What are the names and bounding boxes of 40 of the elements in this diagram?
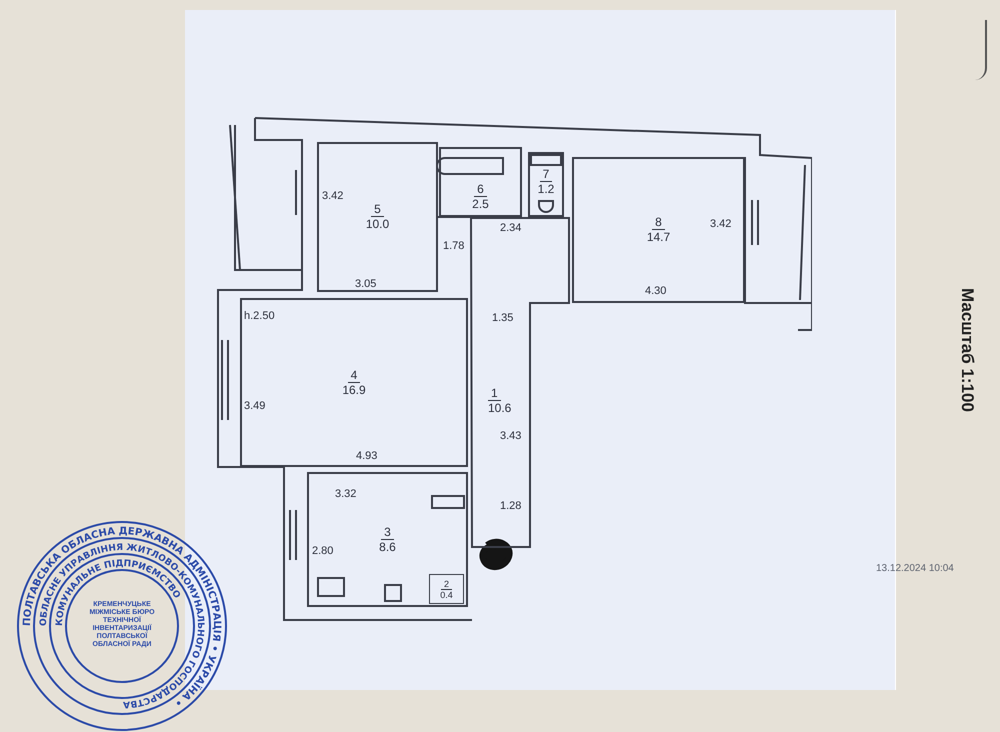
- room-number: 8: [652, 216, 665, 230]
- dimension-text: 2.80: [312, 545, 334, 557]
- scale-text: Масштаб 1:100: [956, 288, 977, 412]
- dimension-text: 3.32: [335, 488, 356, 500]
- room-number: 4: [348, 368, 360, 382]
- room-outline: [572, 157, 745, 303]
- room-area: 10.6: [488, 401, 512, 415]
- room-outline: [317, 142, 438, 292]
- room-area: 0.4: [440, 590, 453, 600]
- room-area: 16.9: [342, 382, 366, 396]
- dimension-text: 4.93: [356, 450, 378, 462]
- dimension-text: 1.28: [500, 500, 522, 512]
- room-area: 10.0: [366, 217, 390, 231]
- photo-timestamp: 13.12.2024 10:04: [876, 563, 954, 574]
- room-outline: [240, 298, 468, 467]
- dimension-text: 4.30: [645, 285, 666, 297]
- room-area: 8.6: [379, 540, 396, 554]
- room-area: 1.2: [538, 182, 554, 196]
- room-number: 6: [474, 183, 487, 197]
- dimension-text: 3.42: [322, 190, 344, 202]
- room-number: 7: [540, 168, 552, 182]
- room-number: 3: [381, 526, 394, 540]
- room-outline: [470, 217, 570, 548]
- dimension-text: 2.34: [500, 222, 522, 234]
- room-outline: [528, 152, 564, 217]
- dimension-text: 3.05: [355, 278, 376, 290]
- room-area: 2.5: [472, 197, 489, 211]
- dimension-text: 3.43: [500, 430, 522, 442]
- dimension-text: 3.42: [710, 218, 732, 230]
- room-outline: [439, 147, 522, 217]
- dimension-text: 1.78: [443, 240, 464, 252]
- dimension-text: 1.35: [492, 312, 514, 324]
- room-number: 1: [488, 387, 501, 401]
- room-number: 5: [371, 203, 384, 217]
- room-outline: [307, 472, 468, 607]
- dimension-text: 3.49: [244, 400, 266, 412]
- room-outline: [429, 574, 464, 604]
- room-number: 2: [440, 578, 452, 590]
- ceiling-height-text: h.2.50: [244, 310, 275, 322]
- room-area: 14.7: [646, 230, 670, 244]
